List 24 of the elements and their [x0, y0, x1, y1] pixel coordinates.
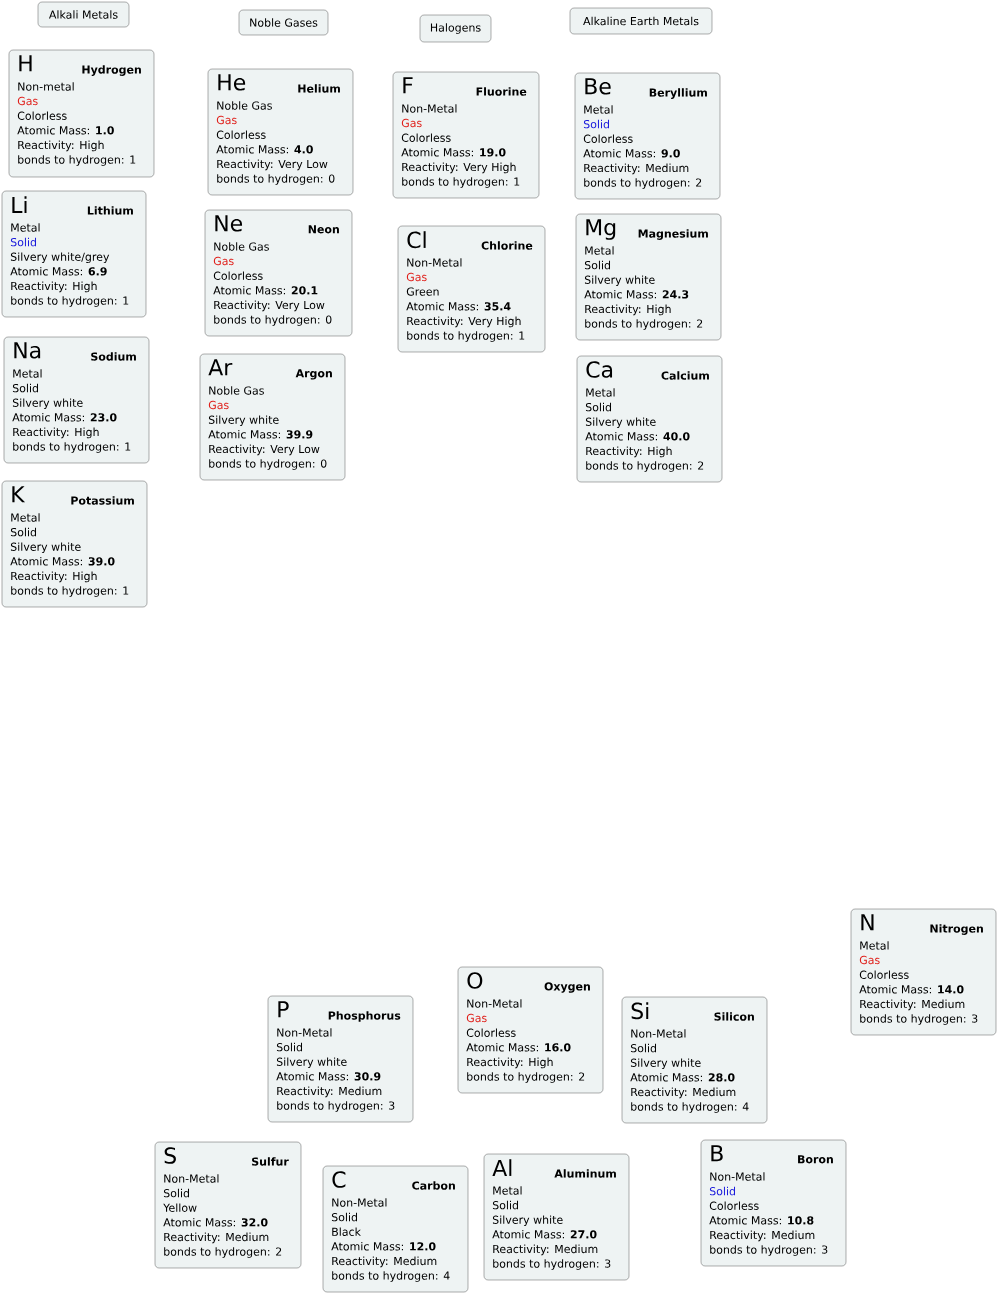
element-card: N Nitrogen Metal Gas Colorless Atomic Mass: 14.0 Reactivity: Medium bonds to hydrogen: 3: [850, 908, 997, 1036]
group-heading: Halogens: [419, 14, 492, 43]
element-card: F Fluorine Non-Metal Gas Colorless Atomic Mass: 19.0 Reactivity: Very High bonds to hydrogen: 1: [392, 71, 540, 199]
element-card: Na Sodium Metal Solid Silvery white Atomic Mass: 23.0 Reactivity: High bonds to hydrogen: 1: [3, 336, 150, 464]
element-card: O Oxygen Non-Metal Gas Colorless Atomic Mass: 16.0 Reactivity: High bonds to hydrogen: 2: [457, 966, 604, 1094]
element-card: Ca Calcium Metal Solid Silvery white Atomic Mass: 40.0 Reactivity: High bonds to hydrogen: 2: [576, 355, 723, 483]
element-card: He Helium Noble Gas Gas Colorless Atomic Mass: 4.0 Reactivity: Very Low bonds to hydrogen: 0: [207, 68, 354, 196]
element-card: B Boron Non-Metal Solid Colorless Atomic Mass: 10.8 Reactivity: Medium bonds to hydrogen: 3: [700, 1139, 847, 1267]
element-card: Li Lithium Metal Solid Silvery white/grey Atomic Mass: 6.9 Reactivity: High bonds to hydrogen: 1: [1, 190, 147, 318]
element-card: Mg Magnesium Metal Solid Silvery white Atomic Mass: 24.3 Reactivity: High bonds to hydrogen: 2: [575, 213, 722, 341]
element-card: Ne Neon Noble Gas Gas Colorless Atomic Mass: 20.1 Reactivity: Very Low bonds to hydrogen: 0: [204, 209, 353, 337]
element-card: Cl Chlorine Non-Metal Gas Green Atomic Mass: 35.4 Reactivity: Very High bonds to hydrogen: 1: [397, 225, 546, 353]
group-heading: Noble Gases: [238, 9, 329, 36]
element-card: Be Beryllium Metal Solid Colorless Atomic Mass: 9.0 Reactivity: Medium bonds to hydrogen: 2: [574, 72, 721, 200]
element-card: Si Silicon Non-Metal Solid Silvery white Atomic Mass: 28.0 Reactivity: Medium bonds to hydrogen: 4: [621, 996, 768, 1124]
element-card: C Carbon Non-Metal Solid Black Atomic Mass: 12.0 Reactivity: Medium bonds to hydrogen: 4: [322, 1165, 469, 1293]
element-card: P Phosphorus Non-Metal Solid Silvery white Atomic Mass: 30.9 Reactivity: Medium bonds to hydrogen: 3: [267, 995, 414, 1123]
group-heading: Alkaline Earth Metals: [569, 7, 713, 35]
group-heading: Alkali Metals: [37, 1, 130, 28]
element-card: K Potassium Metal Solid Silvery white Atomic Mass: 39.0 Reactivity: High bonds to hydrogen: 1: [1, 480, 148, 608]
element-card: S Sulfur Non-Metal Solid Yellow Atomic Mass: 32.0 Reactivity: Medium bonds to hydrogen: 2: [154, 1141, 302, 1269]
element-card: Ar Argon Noble Gas Gas Silvery white Atomic Mass: 39.9 Reactivity: Very Low bonds to hydrogen: 0: [199, 353, 346, 481]
element-card: H Hydrogen Non-metal Gas Colorless Atomic Mass: 1.0 Reactivity: High bonds to hydrogen: 1: [8, 49, 155, 178]
element-card: Al Aluminum Metal Solid Silvery white Atomic Mass: 27.0 Reactivity: Medium bonds to hydrogen: 3: [483, 1153, 630, 1281]
